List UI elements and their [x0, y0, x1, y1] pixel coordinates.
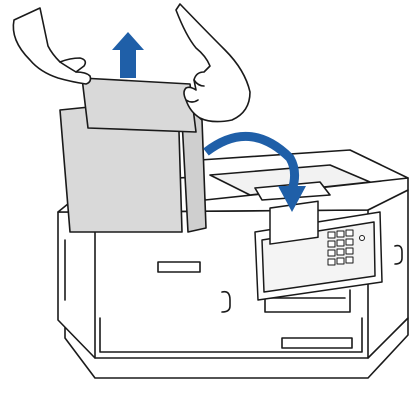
control-panel [255, 201, 382, 300]
right-hand [176, 4, 250, 122]
left-hand [13, 8, 90, 84]
jammed-paper [82, 78, 196, 132]
up-arrow-icon [112, 32, 144, 78]
